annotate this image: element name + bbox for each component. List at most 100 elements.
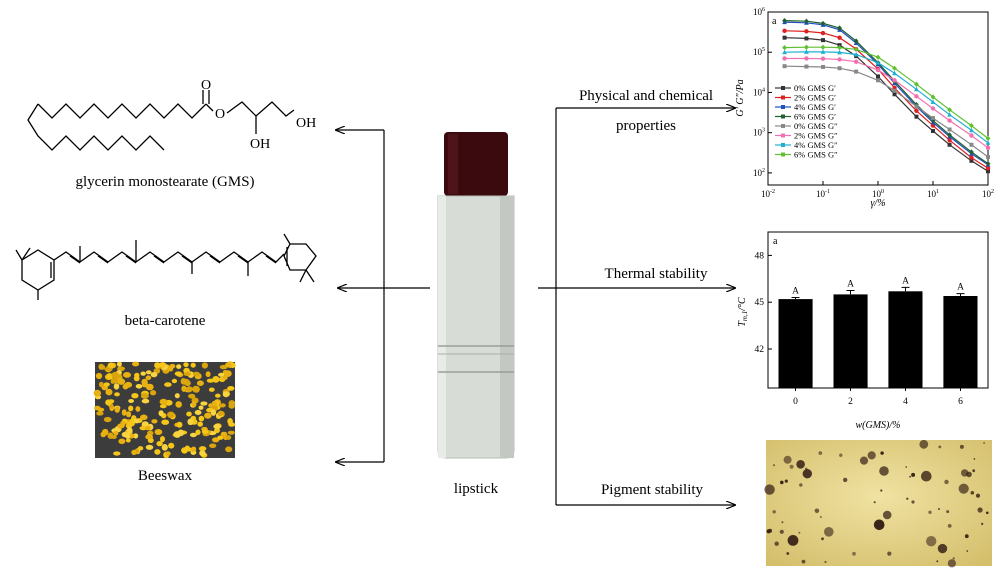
rheology-data-point [875,60,881,65]
beeswax-pellet [171,378,178,384]
beeswax-pellet [195,429,201,436]
beeswax-pellet [141,393,149,399]
pigment-particle [947,559,957,568]
beeswax-pellet [181,447,188,454]
rheology-data-point [947,127,952,132]
rheology-series-line [784,57,989,149]
pigment-particle [880,489,883,492]
pigment-particle [824,560,827,564]
beeswax-pellet [131,449,137,456]
rheology-data-point [804,56,809,61]
beeswax-pellet [222,375,228,380]
beeswax-pellet [145,434,154,440]
beeswax-pellet [209,443,217,449]
rheology-data-point [853,59,859,64]
rheology-data-point [875,67,881,73]
beeswax-pellet [206,378,214,383]
bar-ylabel-main: T [737,320,748,327]
bar-y-tick-label: 45 [755,298,765,308]
rheology-data-point [804,49,809,54]
beeswax-pellet [98,381,104,388]
rheology-data-point [820,44,826,50]
rheology-data-point [853,38,859,44]
beeswax-pellet [227,430,235,435]
rheology-legend-label: 4% GMS G″ [794,140,838,150]
beeswax-pellet [158,410,164,417]
beeswax-pellet [125,438,131,443]
beeswax-pellet [196,380,204,387]
rheology-data-point [985,145,991,151]
pigment-label: Pigment stability [601,482,704,498]
rheology-series-line [784,46,989,139]
rheology-data-point [875,54,881,60]
pigment-particle [947,524,952,528]
rheology-series-line [784,51,989,144]
beeswax-pellet [117,378,126,385]
beeswax-pellet [103,416,112,423]
pigment-particle [772,510,776,514]
pigment-particle [859,456,869,465]
left-arrows [336,130,430,462]
beeswax-pellet [218,372,225,377]
beeswax-pellet [140,414,148,421]
rheology-data-point [947,137,952,143]
pigment-particle [921,470,932,482]
rheology-legend-label: 4% GMS G′ [794,102,836,112]
rheology-data-point [969,149,974,155]
beeswax-pellet [194,410,202,415]
rheology-data-point [804,18,809,24]
beeswax-pellet [210,409,217,416]
beeswax-pellet [217,435,224,440]
rheology-data-point [804,44,809,50]
pigment-particle [970,491,975,495]
rheology-data-point [931,129,935,134]
beeswax-pellets [93,361,236,459]
beeswax-pellet [186,411,192,417]
beeswax-pellet [151,419,158,424]
beeswax-pellet [165,451,171,456]
beeswax-pellet [201,362,208,369]
pigment-particle [796,460,805,469]
bar-significance-letter: A [957,283,964,293]
rheology-data-point [820,20,826,27]
pigment-particle [880,451,884,455]
bar-significance-letter: A [902,276,909,286]
pigment-particle [873,501,876,504]
rheology-legend: 0% GMS G′2% GMS G′4% GMS G′6% GMS G′0% G… [775,83,838,160]
beeswax-pellet [176,364,182,369]
rheology-data-point [914,94,919,99]
lipstick-bullet [444,132,508,196]
lipstick-label: lipstick [454,481,499,497]
beeswax-pellet [113,451,121,456]
rheology-data-point [892,88,897,93]
rheology-data-point [914,108,919,113]
beeswax-pellet [137,446,144,451]
rheology-data-point [931,116,935,121]
rheology-legend-marker [781,105,785,109]
pigment-particle [946,510,950,514]
beeswax-pellet [217,410,224,417]
rheology-data-point [782,18,787,24]
rheology-data-point [914,86,919,92]
rheology-data-point [930,106,936,111]
pigment-particle [781,521,784,524]
rheology-data-point [820,49,826,54]
rheology-data-point [892,78,897,83]
pigment-particle [779,529,784,534]
beeswax-pellet [191,401,197,408]
rheology-data-point [821,64,825,69]
rheology-data-point [837,57,842,62]
beeswax-pellet [100,431,107,438]
rheology-data-point [853,46,859,52]
beeswax-pellet [167,411,175,419]
gms-oh-terminal: OH [296,116,316,131]
rheology-data-point [985,161,991,167]
beeswax-pellet [111,377,119,384]
rheology-data-point [820,56,826,61]
rheology-y-tick-label: 104 [753,87,765,97]
pigment-particle [882,510,892,520]
rheology-data-point [892,70,897,76]
rheology-legend-marker [781,152,785,157]
beta-carotene-right-ring [283,243,317,271]
